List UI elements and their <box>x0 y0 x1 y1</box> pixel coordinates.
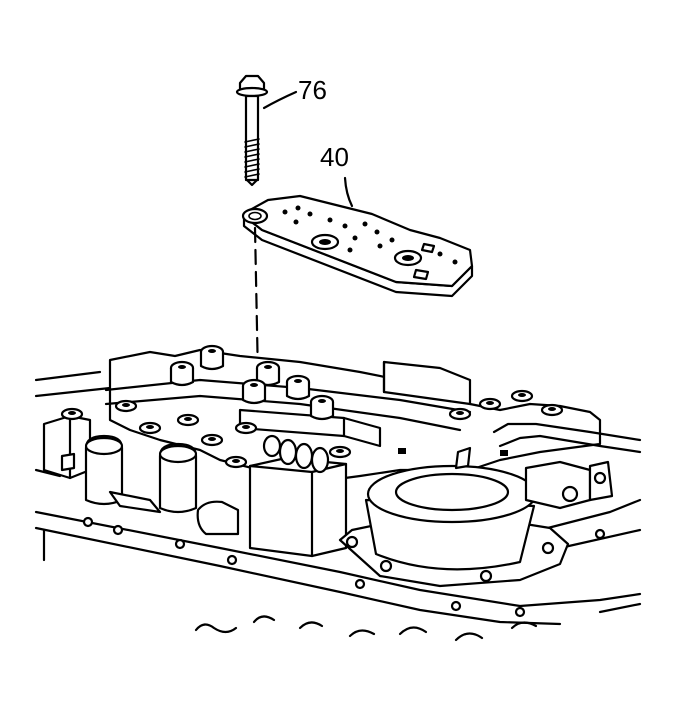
separator-plate <box>34 370 642 626</box>
bolt-76 <box>235 74 269 187</box>
spool-valve <box>262 434 330 474</box>
left-cylinders <box>84 434 240 536</box>
alignment-line <box>253 226 260 380</box>
center-solenoid-block <box>248 456 348 558</box>
callout-40-label: 40 <box>320 142 349 172</box>
callout-76: 76 <box>262 75 327 110</box>
callout-40: 40 <box>320 142 354 208</box>
callout-76-label: 76 <box>298 75 327 105</box>
plate-small-holes <box>282 205 458 265</box>
dome-cover <box>338 464 570 588</box>
right-tube <box>492 422 642 510</box>
bolt-posts <box>60 344 564 469</box>
plate-40 <box>241 194 474 298</box>
valve-body-assembly <box>34 344 642 642</box>
